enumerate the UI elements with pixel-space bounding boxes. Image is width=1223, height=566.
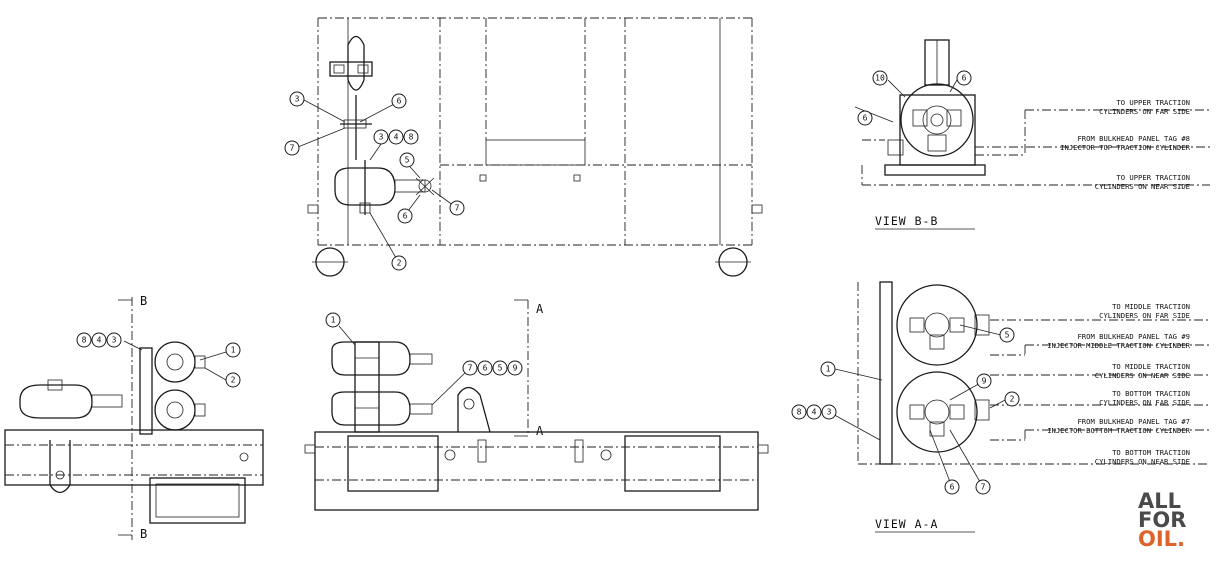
svg-text:INJECTOR TOP TRACTION CYLINDER: INJECTOR TOP TRACTION CYLINDER [1060, 143, 1190, 152]
callout-label: 7 [981, 483, 986, 492]
view-aa-drawing [828, 281, 1210, 488]
callout-label: 4 [394, 133, 399, 142]
view-bb-callouts: 10 6 6 [857, 70, 972, 126]
callout-label: 6 [403, 212, 408, 221]
callout-label: 5 [1005, 331, 1010, 340]
callout-label: 3 [827, 408, 832, 417]
callout-label: 6 [962, 74, 967, 83]
svg-text:INJECTOR MIDDLE TRACTION CYLIN: INJECTOR MIDDLE TRACTION CYLINDER [1047, 341, 1190, 350]
callout-label: 7 [455, 204, 460, 213]
view-aa-title: VIEW A-A [875, 517, 938, 531]
callout-label: 5 [498, 364, 503, 373]
front-view [304, 299, 769, 511]
view-bb-title: VIEW B-B [875, 214, 938, 228]
callout-label: 8 [797, 408, 802, 417]
svg-text:FROM BULKHEAD PANEL TAG #7: FROM BULKHEAD PANEL TAG #7 [1077, 417, 1190, 426]
callout-label: 1 [331, 316, 336, 325]
callout-label: 7 [290, 144, 295, 153]
callout-label: 10 [875, 74, 885, 83]
top-view-callouts: 3 6 7 3 4 8 5 7 6 2 [284, 91, 465, 271]
svg-text:CYLINDERS ON FAR SIDE: CYLINDERS ON FAR SIDE [1099, 311, 1190, 320]
front-view-callouts: 1 7 6 5 9 [325, 312, 523, 376]
svg-text:TO UPPER TRACTION: TO UPPER TRACTION [1116, 98, 1190, 107]
callout-label: 4 [97, 336, 102, 345]
callout-label: 2 [231, 376, 236, 385]
section-marker-a-top: A [536, 302, 544, 316]
svg-text:CYLINDERS ON NEAR SIDE: CYLINDERS ON NEAR SIDE [1095, 182, 1190, 191]
top-view [297, 17, 763, 277]
view-aa-routing-labels: TO MIDDLE TRACTION CYLINDERS ON FAR SIDE… [1047, 302, 1190, 466]
callout-label: 6 [950, 483, 955, 492]
left-side-view [4, 297, 264, 540]
callout-label: 6 [483, 364, 488, 373]
callout-label: 1 [826, 365, 831, 374]
callout-label: 3 [379, 133, 384, 142]
logo-line-2: FOR [1138, 508, 1187, 532]
callout-label: 9 [982, 377, 987, 386]
callout-label: 6 [863, 114, 868, 123]
svg-text:FROM BULKHEAD PANEL TAG #9: FROM BULKHEAD PANEL TAG #9 [1077, 332, 1190, 341]
svg-text:CYLINDERS ON NEAR SIDE: CYLINDERS ON NEAR SIDE [1095, 371, 1190, 380]
view-bb-routing-labels: TO UPPER TRACTION CYLINDERS ON FAR SIDE … [1060, 98, 1190, 191]
all-for-oil-logo: ALL FOR OIL. [1138, 489, 1187, 551]
callout-label: 5 [405, 156, 410, 165]
svg-text:CYLINDERS ON FAR SIDE: CYLINDERS ON FAR SIDE [1099, 107, 1190, 116]
svg-text:CYLINDERS ON FAR SIDE: CYLINDERS ON FAR SIDE [1099, 398, 1190, 407]
callout-label: 7 [468, 364, 473, 373]
svg-text:TO MIDDLE TRACTION: TO MIDDLE TRACTION [1112, 302, 1190, 311]
callout-label: 9 [513, 364, 518, 373]
svg-text:TO UPPER TRACTION: TO UPPER TRACTION [1116, 173, 1190, 182]
section-marker-a-bottom: A [536, 424, 544, 438]
callout-label: 1 [231, 346, 236, 355]
svg-text:FROM BULKHEAD PANEL TAG #8: FROM BULKHEAD PANEL TAG #8 [1077, 134, 1190, 143]
view-bb-drawing [854, 39, 1210, 186]
callout-label: 4 [812, 408, 817, 417]
view-aa-callouts: 1 8 4 3 5 9 2 6 7 [791, 327, 1020, 495]
svg-text:TO BOTTOM TRACTION: TO BOTTOM TRACTION [1112, 389, 1190, 398]
section-marker-b-bottom: B [140, 527, 147, 541]
callout-label: 2 [1010, 395, 1015, 404]
logo-line-3: OIL. [1138, 527, 1186, 551]
callout-label: 2 [397, 259, 402, 268]
callout-label: 8 [409, 133, 414, 142]
left-view-callouts: 8 4 3 1 2 [76, 332, 241, 388]
svg-text:TO BOTTOM TRACTION: TO BOTTOM TRACTION [1112, 448, 1190, 457]
svg-text:CYLINDERS ON NEAR SIDE: CYLINDERS ON NEAR SIDE [1095, 457, 1190, 466]
callout-label: 3 [112, 336, 117, 345]
svg-text:TO MIDDLE TRACTION: TO MIDDLE TRACTION [1112, 362, 1190, 371]
callout-label: 6 [397, 97, 402, 106]
section-marker-b-top: B [140, 294, 147, 308]
svg-text:INJECTOR BOTTOM TRACTION CYLIN: INJECTOR BOTTOM TRACTION CYLINDER [1047, 426, 1190, 435]
logo-line-1: ALL [1138, 489, 1182, 513]
callout-label: 3 [295, 95, 300, 104]
callout-label: 8 [82, 336, 87, 345]
